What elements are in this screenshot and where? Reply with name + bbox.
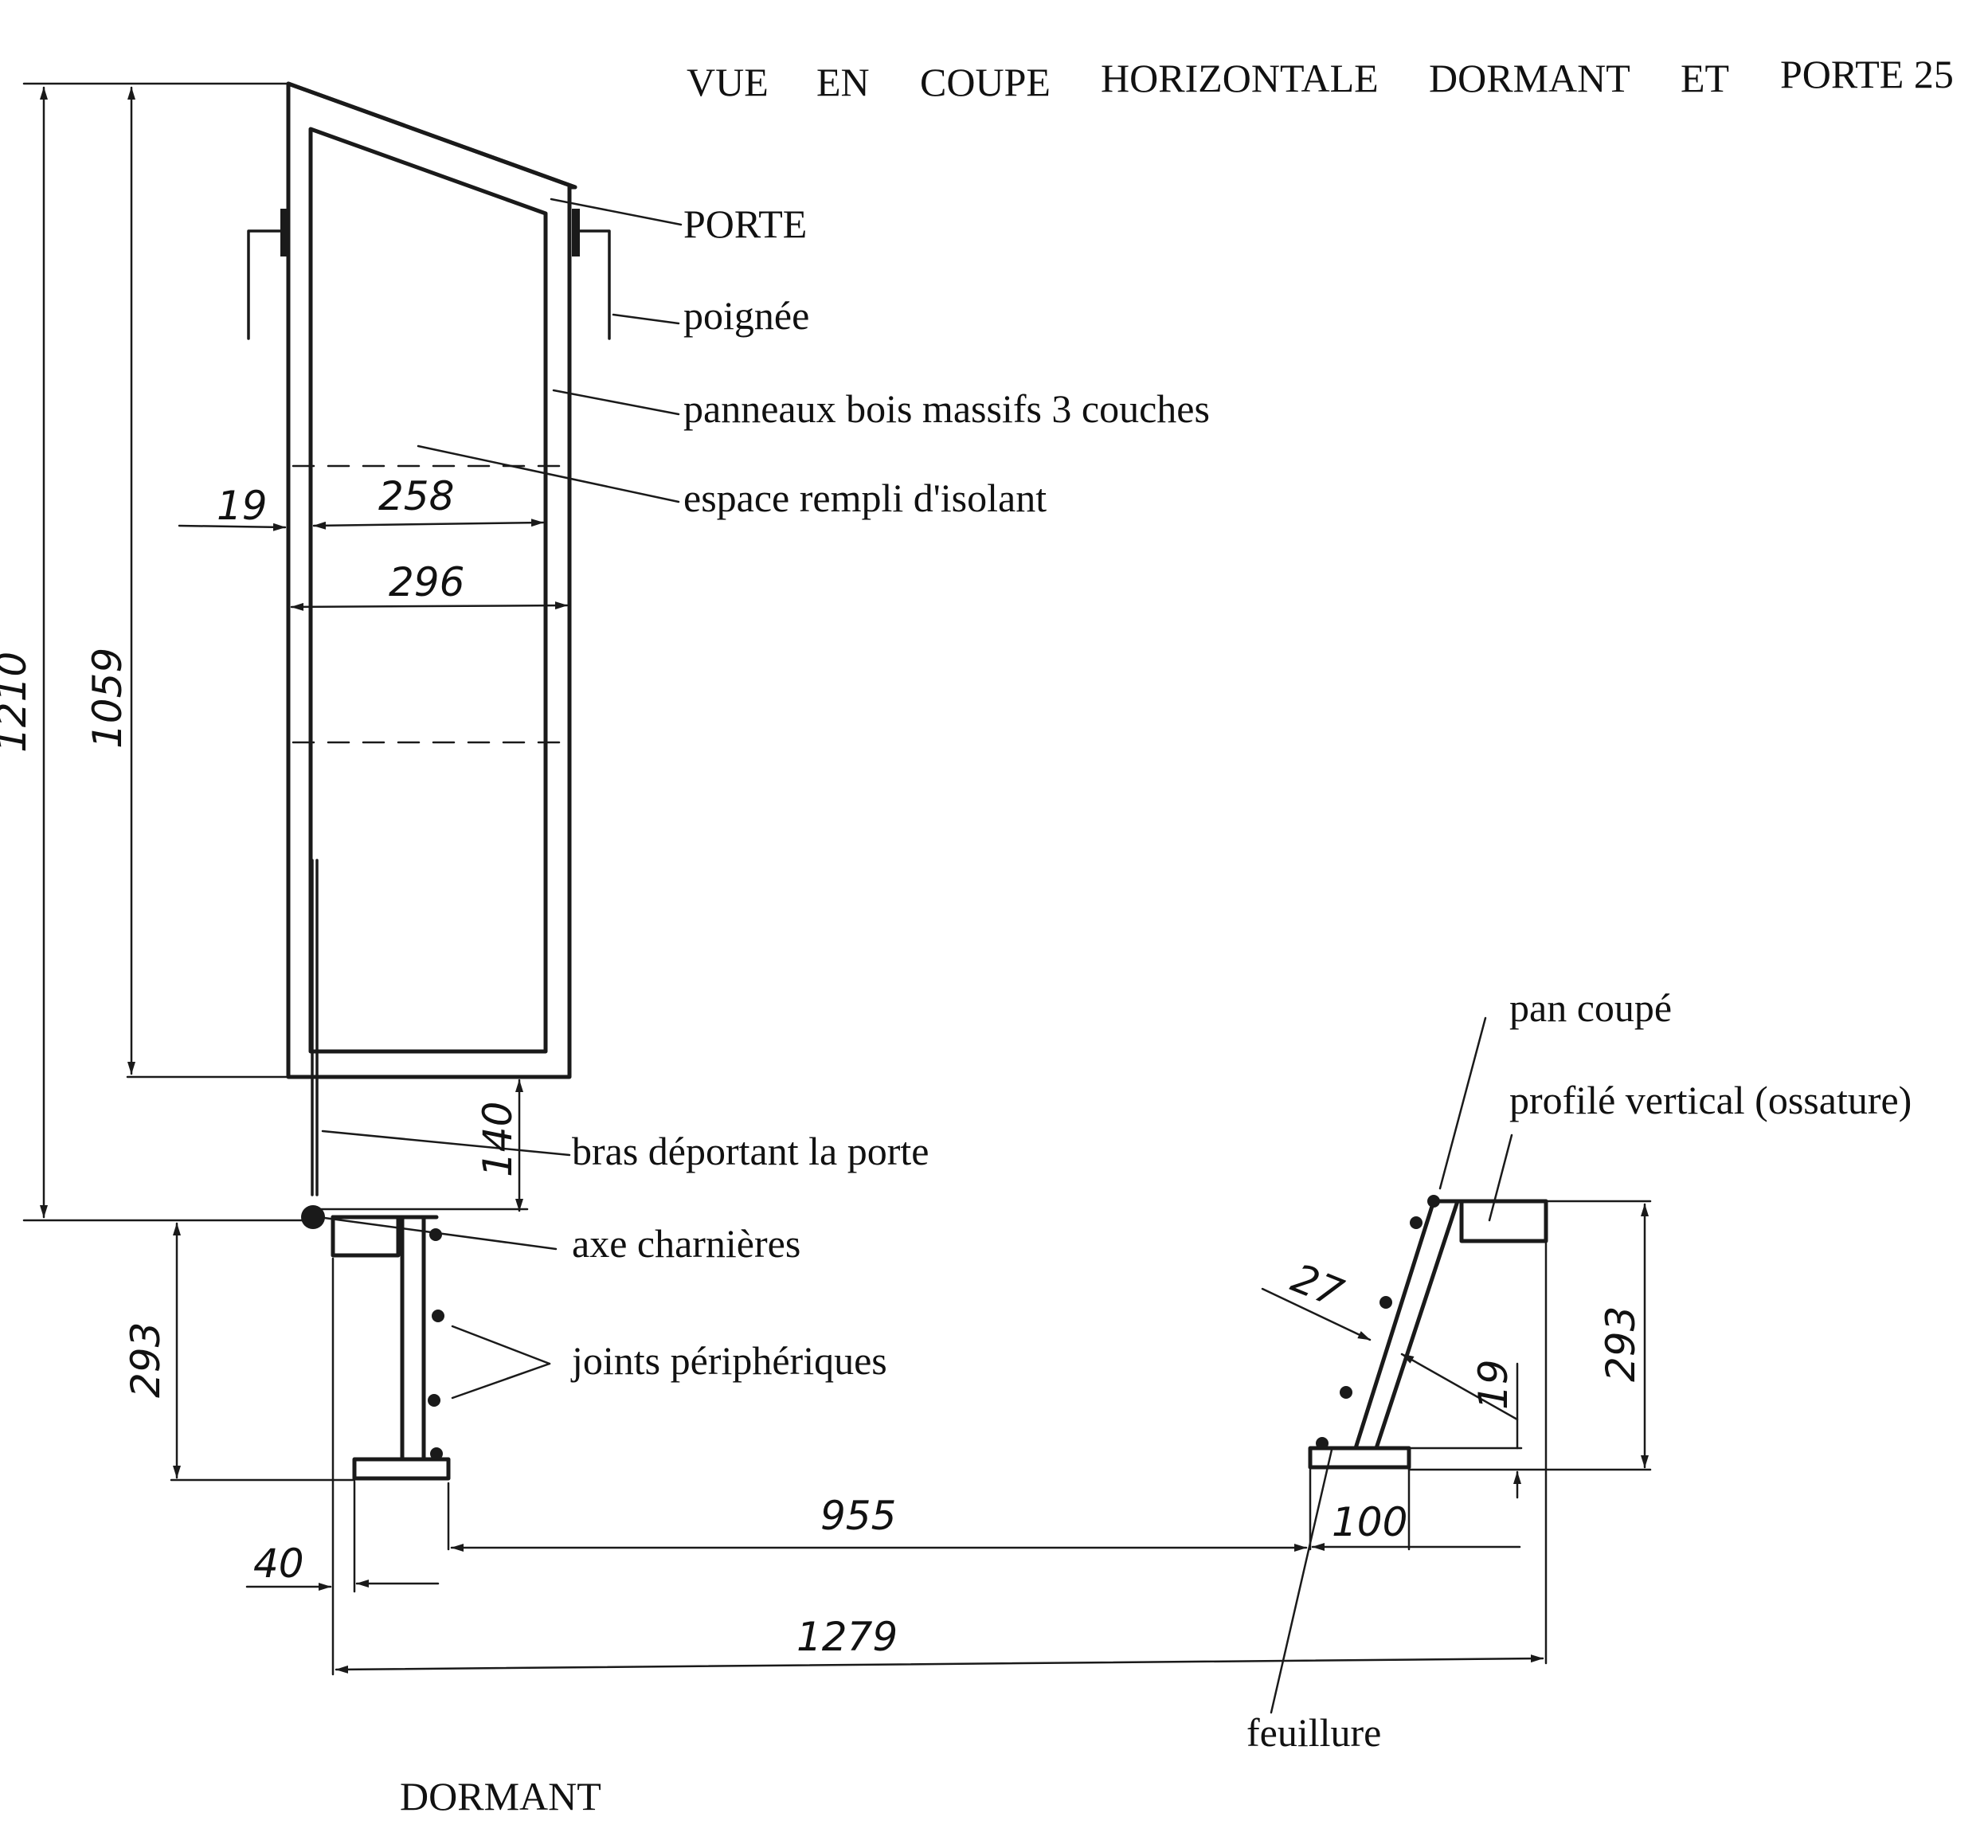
- title-word-3: COUPE: [920, 60, 1051, 104]
- door-inner-contour: [308, 127, 548, 1054]
- label-panneaux: panneaux bois massifs 3 couches: [683, 386, 1210, 431]
- dim-line-19-left: [178, 523, 287, 531]
- door-section: [247, 81, 611, 1229]
- dim-text-293-right: 293: [1598, 1306, 1644, 1382]
- dim-line-19-right: [1400, 1353, 1519, 1421]
- label-porte: PORTE: [683, 202, 807, 246]
- label-pan-coupe: pan coupé: [1509, 985, 1672, 1030]
- dim-text-40: 40: [253, 1541, 304, 1587]
- title-word-6: ET: [1681, 56, 1729, 100]
- hinge-axis-dot: [301, 1205, 325, 1229]
- label-espace: espace rempli d'isolant: [683, 476, 1047, 520]
- dim-text-258: 258: [378, 473, 454, 519]
- dim-line-1279: [335, 1654, 1544, 1674]
- label-dormant: DORMANT: [400, 1774, 601, 1819]
- title-word-4: HORIZONTALE: [1101, 56, 1379, 100]
- callout-labels: PORTE poignée panneaux bois massifs 3 co…: [400, 202, 1912, 1819]
- dim-text-19-right: 19: [1470, 1359, 1516, 1410]
- dim-text-1210: 1210: [0, 652, 35, 753]
- dim-line-296: [290, 601, 569, 611]
- dim-text-293-left: 293: [123, 1322, 169, 1398]
- label-profile: profilé vertical (ossature): [1509, 1078, 1912, 1122]
- title-word-7: PORTE 25: [1780, 52, 1954, 96]
- frame-left-profile: [331, 1215, 451, 1481]
- label-feuillure: feuillure: [1246, 1710, 1381, 1755]
- leader-lines: [317, 198, 1513, 1714]
- dim-text-296: 296: [389, 559, 464, 605]
- dim-text-100: 100: [1332, 1499, 1407, 1545]
- label-axe: axe charnières: [572, 1221, 800, 1266]
- drawing-title: VUE EN COUPE HORIZONTALE DORMANT ET PORT…: [687, 52, 1954, 104]
- frame-right-post: [1459, 1199, 1548, 1243]
- frame-right-chamfer: [1353, 1199, 1460, 1451]
- handle-right: [573, 229, 611, 340]
- frame-left-base-plate: [352, 1457, 451, 1481]
- dim-text-27: 27: [1286, 1255, 1350, 1317]
- title-word-2: EN: [816, 60, 870, 104]
- frame-right-base-plate: [1308, 1446, 1411, 1470]
- dim-text-140: 140: [475, 1102, 521, 1177]
- title-word-1: VUE: [687, 60, 769, 104]
- dimension-lines: [22, 82, 1652, 1676]
- label-poignee: poignée: [683, 293, 809, 338]
- frame-right-profile: [1308, 1195, 1548, 1470]
- dim-text-1059: 1059: [84, 648, 131, 749]
- title-word-5: DORMANT: [1429, 56, 1630, 100]
- dim-line-258: [312, 519, 545, 530]
- dim-line-27: [1261, 1287, 1372, 1341]
- dim-text-955: 955: [820, 1493, 896, 1539]
- label-bras: bras déportant la porte: [572, 1129, 929, 1173]
- dim-text-19-left: 19: [217, 483, 268, 529]
- label-joints: joints périphériques: [570, 1338, 887, 1383]
- handle-left: [247, 229, 287, 340]
- dim-text-1279: 1279: [796, 1614, 898, 1660]
- dimension-texts: 1210 1059 19 258 296 140 293 293 27 19 9…: [0, 473, 1644, 1660]
